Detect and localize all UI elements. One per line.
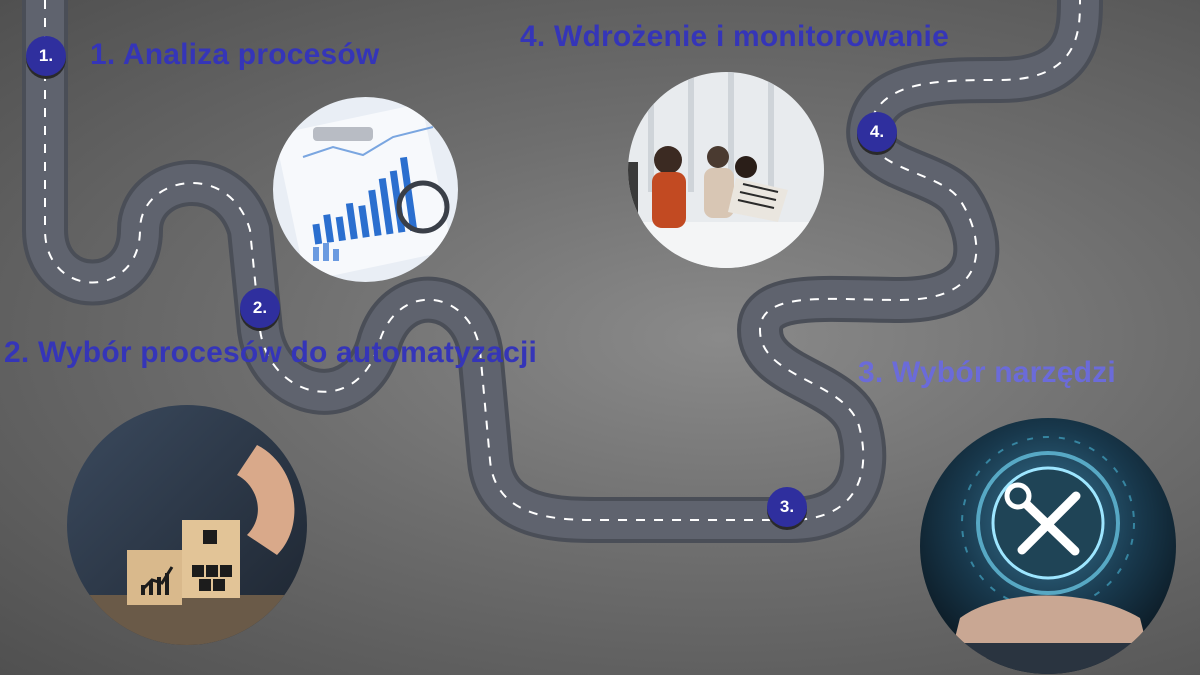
blocks-photo xyxy=(67,405,307,645)
step-4-marker: 4. xyxy=(857,112,897,152)
step-2-title: 2. Wybór procesów do automatyzacji xyxy=(4,336,538,369)
analytics-photo xyxy=(273,97,458,282)
step-1-marker: 1. xyxy=(26,36,66,76)
step-3-marker: 3. xyxy=(767,487,807,527)
team-meeting-photo xyxy=(628,72,824,268)
step-3-title: 3. Wybór narzędzi xyxy=(858,356,1116,389)
tools-photo xyxy=(920,418,1176,674)
step-4-title: 4. Wdrożenie i monitorowanie xyxy=(520,20,949,53)
step-1-title: 1. Analiza procesów xyxy=(90,38,380,71)
team-meeting-icon xyxy=(628,72,824,268)
step-2-marker: 2. xyxy=(240,288,280,328)
wooden-blocks-icon xyxy=(67,405,307,645)
bar-chart-document-icon xyxy=(273,97,458,282)
wrench-screwdriver-icon xyxy=(920,418,1176,674)
